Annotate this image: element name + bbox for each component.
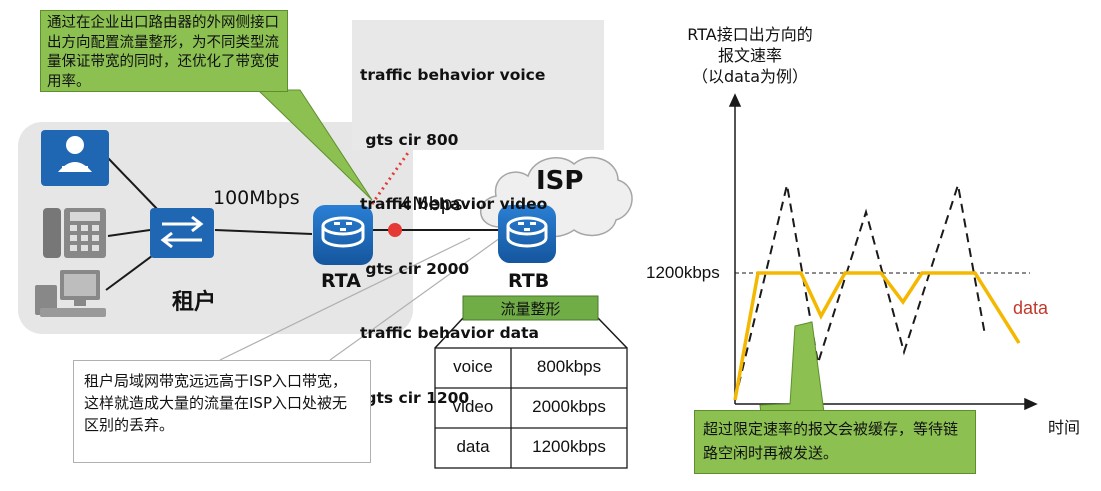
tenant-label: 租户 bbox=[172, 290, 217, 315]
isp-label: ISP bbox=[536, 166, 584, 196]
config-text-block: traffic behavior voice gts cir 800 traff… bbox=[360, 22, 600, 431]
bottom-callout-pointers bbox=[219, 237, 501, 361]
chart-title-line: （以data为例） bbox=[691, 67, 809, 86]
interface-dot bbox=[388, 223, 402, 237]
chart-title-line: RTA接口出方向的 bbox=[687, 25, 813, 44]
wan-speed-label: 4Mbps bbox=[400, 193, 463, 215]
table-cell-type: data bbox=[456, 437, 490, 456]
person-icon bbox=[41, 130, 109, 186]
shaped-traffic-line bbox=[733, 271, 1021, 401]
table-cell-type: video bbox=[452, 397, 494, 416]
chart-title-line: 报文速率 bbox=[717, 46, 782, 65]
table-cell-rate: 1200kbps bbox=[532, 437, 606, 456]
series-label-data: data bbox=[1013, 298, 1049, 318]
config-line: traffic behavior voice bbox=[360, 66, 546, 84]
table-cell-rate: 800kbps bbox=[536, 357, 602, 376]
table-cell-rate: 2000kbps bbox=[532, 397, 606, 416]
rate-chart-axes bbox=[728, 93, 1038, 411]
shaping-table-title: 流量整形 bbox=[500, 300, 561, 318]
table-connectors bbox=[434, 317, 628, 349]
rate-chart-title: RTA接口出方向的 报文速率 （以data为例） bbox=[650, 24, 850, 87]
rate-limit-label: 1200kbps bbox=[646, 263, 720, 282]
config-line: traffic behavior video bbox=[360, 195, 548, 213]
shaping-table-grid bbox=[434, 347, 628, 469]
shaping-table-title-bg bbox=[462, 295, 599, 321]
router-rta-label: RTA bbox=[321, 270, 361, 292]
router-rtb-icon bbox=[498, 205, 556, 263]
config-line: gts cir 800 bbox=[360, 130, 459, 149]
computer-icon bbox=[35, 270, 106, 317]
router-rtb-label: RTB bbox=[508, 270, 550, 292]
config-line: gts cir 1200 bbox=[360, 388, 470, 407]
chart-callout-text: 超过限定速率的报文会被缓存，等待链路空闲时再被发送。 bbox=[703, 420, 959, 462]
config-box-bg bbox=[352, 20, 604, 150]
chart-callout: 超过限定速率的报文会被缓存，等待链路空闲时再被发送。 bbox=[694, 410, 976, 474]
config-line: gts cir 2000 bbox=[360, 259, 470, 278]
top-callout-text: 通过在企业出口路由器的外网侧接口出方向配置流量整形，为不同类型流量保证带宽的同时… bbox=[47, 15, 279, 90]
lan-speed-label: 100Mbps bbox=[213, 187, 300, 209]
bottom-callout-text: 租户局域网带宽远远高于ISP入口带宽，这样就造成大量的流量在ISP入口处被无区别… bbox=[84, 372, 347, 434]
phone-icon bbox=[43, 208, 106, 258]
table-row: data 1200kbps bbox=[435, 428, 627, 468]
bottom-callout: 租户局域网带宽远远高于ISP入口带宽，这样就造成大量的流量在ISP入口处被无区别… bbox=[73, 360, 371, 463]
switch-icon bbox=[150, 208, 214, 258]
config-line: traffic behavior data bbox=[360, 324, 540, 342]
x-axis-label: 时间 bbox=[1048, 418, 1081, 437]
unshaped-traffic-line bbox=[734, 184, 986, 401]
config-pointer bbox=[370, 149, 412, 205]
router-rta-icon bbox=[313, 205, 373, 265]
table-row: voice 800kbps bbox=[435, 348, 627, 388]
table-cell-type: voice bbox=[453, 357, 493, 376]
top-callout: 通过在企业出口路由器的外网侧接口出方向配置流量整形，为不同类型流量保证带宽的同时… bbox=[40, 10, 288, 92]
table-row: video 2000kbps bbox=[435, 388, 627, 428]
